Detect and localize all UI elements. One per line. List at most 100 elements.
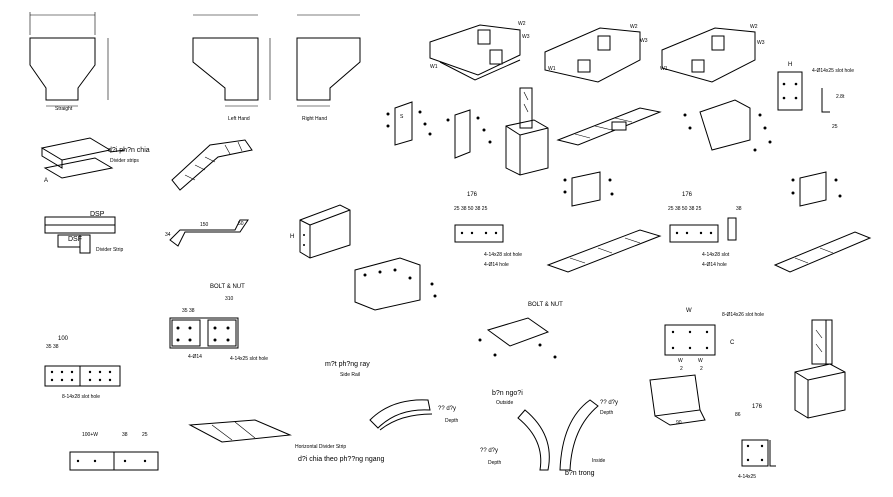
bolt-nut-plate-left: BOLT & NUT 310 35 38 4-Ø14 4-14x25 slot … (169, 284, 268, 362)
label-hole-4-14-a: 4-Ø14 (188, 354, 202, 360)
w-plate: W 8-Ø14x26 slot hole C W W 2 2 (664, 308, 764, 372)
label-w3c: W3 (757, 40, 765, 46)
label-dim-35-38b: 35 38 (46, 344, 59, 350)
label-h-small: H (788, 62, 792, 68)
channel-box-bottom: 90 (649, 374, 706, 426)
tee-assembly-1: W2 W3 W1 (429, 21, 530, 81)
label-dsp: DSP (90, 211, 105, 218)
splice-cluster-2 (446, 109, 492, 159)
label-dim-176a: 176 (467, 192, 478, 198)
label-dim-100: 100 (58, 336, 69, 342)
label-slot-4-14x28-b: 4-14x28 slot (702, 252, 730, 258)
bolt-cluster-mid-left (354, 257, 437, 311)
label-outside-vn: b?n ngo?i (492, 390, 523, 397)
label-w2-b: W (698, 358, 703, 364)
label-inside: Inside (592, 458, 606, 464)
label-dim-50: 50 (238, 221, 244, 227)
label-w2-a: W (678, 358, 683, 364)
ladder-tray-iso-1 (556, 107, 662, 146)
label-w1b: W1 (548, 66, 556, 72)
label-depth-1: Depth (445, 418, 459, 424)
label-s-mark: S (400, 114, 404, 120)
bend-inside: ?? d?y Depth Inside b?n trong (559, 399, 618, 477)
label-slot-8-14x26: 8-Ø14x26 slot hole (722, 312, 764, 318)
side-rail-curve: m?t ph?ng ray Side Rail ?? d?y Depth Hor… (295, 361, 459, 463)
label-slot-4-14x25-c: 4-14x25 (738, 474, 756, 480)
column-panel-2 (794, 319, 846, 419)
label-dim-310: 310 (225, 296, 234, 302)
tee-assembly-3: W2 W3 W1 (660, 24, 765, 83)
label-dim-90: 90 (676, 420, 682, 426)
dsp-dsf-section: DSP DSF Divider Strip (44, 211, 123, 254)
box-end-cap: H (290, 204, 351, 259)
label-depth-vn-1: ?? d?y (438, 406, 456, 412)
label-dim-34: 34 (165, 232, 171, 238)
label-depth-vn-3: ?? d?y (600, 400, 618, 406)
label-dim-150: 150 (200, 222, 209, 228)
bolt-cluster-mid-right-a (563, 171, 614, 207)
label-depth-2: Depth (488, 460, 502, 466)
column-panel-1 (505, 87, 549, 176)
label-slot-8-14x28: 8-14x28 slot hole (62, 394, 100, 400)
bolt-nut-splice: BOLT & NUT (478, 302, 563, 359)
label-w1: W1 (430, 64, 438, 70)
label-dim-176c: 176 (752, 404, 763, 410)
label-dim-25: 25 (142, 432, 148, 438)
plate-176-b: 176 25 38 50 38 25 38 4-14x28 slot 4-Ø14… (668, 192, 742, 268)
label-a-mark: A (44, 178, 48, 184)
label-horiz-divider: Horizontal Divider Strip (295, 444, 346, 450)
label-depth-vn-2: ?? d?y (480, 448, 498, 454)
label-dim-25-small: 25 (832, 124, 838, 130)
label-w2c: W2 (750, 24, 758, 30)
plate-100-w: 100+W 38 25 (69, 432, 159, 471)
channel-profile: 34 150 50 (165, 219, 249, 247)
label-dim-86: 86 (735, 412, 741, 418)
label-straight: Straight (55, 106, 73, 112)
label-bolt-nut-2: BOLT & NUT (528, 302, 563, 308)
label-side-rail: Side Rail (340, 372, 360, 378)
label-divider-strips: Divider strips (110, 158, 139, 164)
label-dim-176b: 176 (682, 192, 693, 198)
label-w3: W3 (522, 34, 530, 40)
plate-100: 100 35 38 8-14x28 slot hole (44, 336, 121, 400)
label-w3b: W3 (640, 38, 648, 44)
bolt-cluster-mid-right-b (791, 171, 842, 207)
ladder-tray-iso-2 (546, 229, 662, 273)
label-w2b: W2 (630, 24, 638, 30)
ladder-segment-bottom (188, 419, 292, 443)
label-side-rail-vn: m?t ph?ng ray (325, 361, 370, 368)
label-horiz-divider-vn: d?i chia theo ph??ng ngang (298, 456, 385, 463)
label-c-mark: C (730, 340, 735, 346)
label-left-hand: Left Hand (228, 116, 250, 122)
label-w1c: W1 (660, 66, 668, 72)
label-bolt-nut-1: BOLT & NUT (210, 284, 245, 290)
label-dim-row-a: 25 38 50 38 25 (454, 206, 488, 212)
label-dim-38: 38 (122, 432, 128, 438)
ladder-tray-iso-3 (773, 231, 872, 273)
label-dim-38b: 38 (736, 206, 742, 212)
ladder-bend-iso (171, 139, 253, 191)
label-depth-3: Depth (600, 410, 614, 416)
divider-strips-iso: d?i ph?n chia Divider strips A (40, 137, 150, 184)
label-w-mark: W (686, 308, 692, 314)
reducer-straight: Straight (29, 12, 109, 112)
bend-outside: b?n ngo?i Outside ?? d?y Depth (480, 390, 550, 471)
label-right-hand: Right Hand (302, 116, 327, 122)
label-dim-100hw: 100+W (82, 432, 98, 438)
label-two-b: 2 (700, 366, 703, 372)
reducer-right-hand: Right Hand (296, 14, 361, 122)
label-inside-vn: b?n trong (565, 470, 595, 477)
label-divider-strip: Divider Strip (96, 247, 123, 253)
label-dim-row-b: 25 38 50 38 25 (668, 206, 702, 212)
label-dsf: DSF (68, 236, 82, 243)
label-dim-35-38: 35 38 (182, 308, 195, 314)
tee-assembly-2: W2 W3 W1 (544, 24, 648, 83)
label-slot-4-14x28-a: 4-14x28 slot hole (484, 252, 522, 258)
label-w2: W2 (518, 21, 526, 27)
label-h-dim: H (290, 234, 294, 240)
label-hole-4-14-c: 4-Ø14 hole (702, 262, 727, 268)
plate-176-a: 176 25 38 50 38 25 4-14x28 slot hole 4-Ø… (454, 192, 522, 268)
label-slot-4-14x25: 4-14x25 slot hole (230, 356, 268, 362)
